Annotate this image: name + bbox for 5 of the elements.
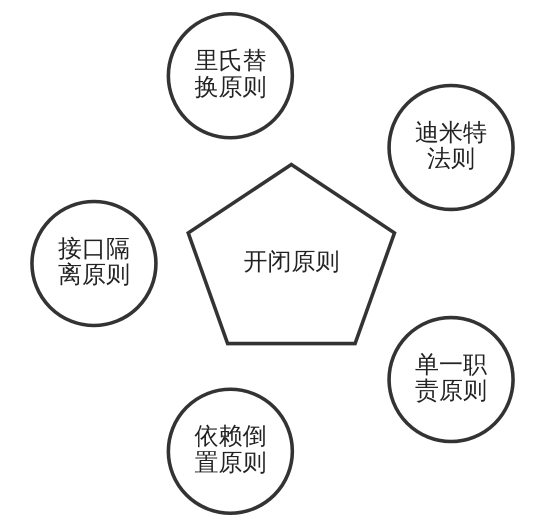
node-circle: 接口隔离原则 xyxy=(30,199,158,327)
node-circle: 迪米特法则 xyxy=(386,83,514,211)
node-circle: 依赖倒置原则 xyxy=(166,386,294,515)
node-circle: 里氏替换原则 xyxy=(166,11,294,140)
node-circle: 单一职责原则 xyxy=(386,315,514,443)
